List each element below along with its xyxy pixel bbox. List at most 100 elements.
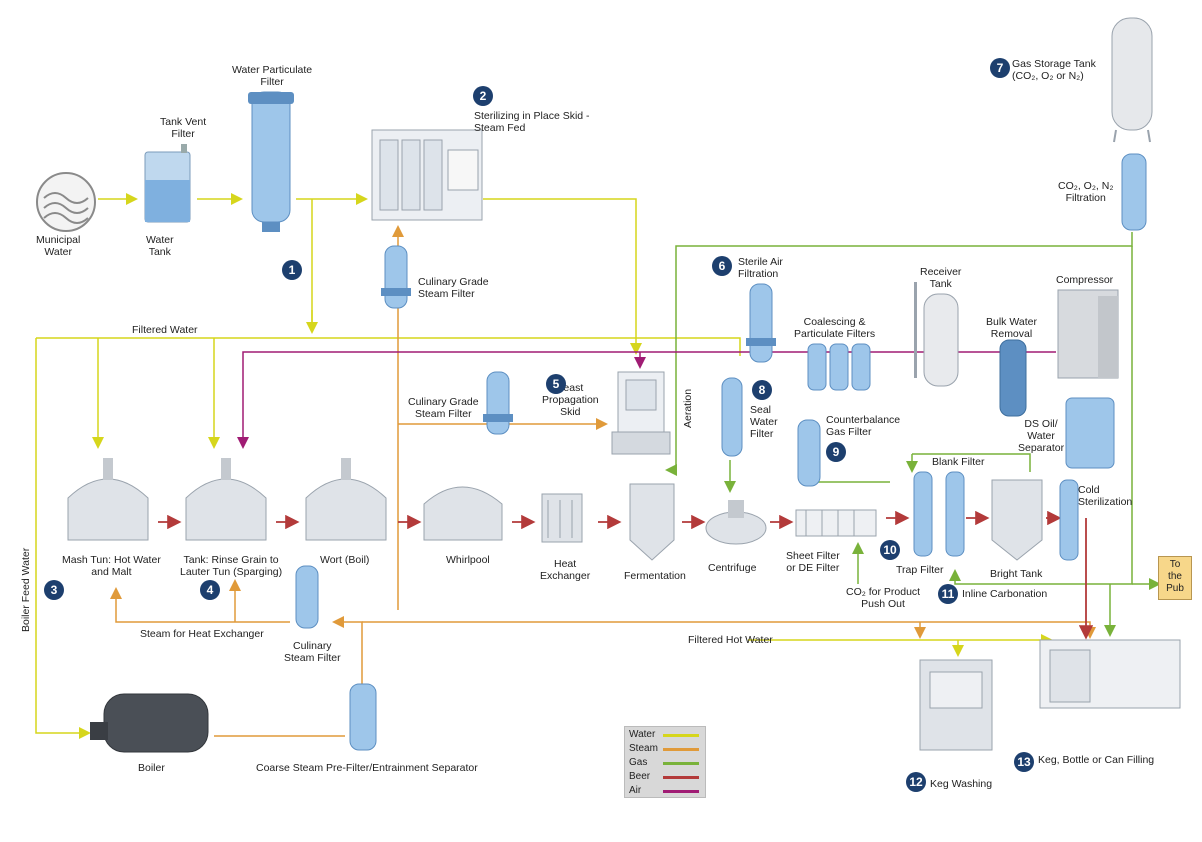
fermentation-label: Fermentation bbox=[624, 570, 686, 582]
municipal-water-label: Municipal Water bbox=[36, 234, 81, 258]
tank-vent-filter-label: Tank Vent Filter bbox=[160, 116, 207, 140]
legend-beer-line bbox=[663, 776, 699, 779]
boiler-label: Boiler bbox=[138, 762, 165, 774]
air-lines bbox=[237, 351, 1056, 449]
badge-7: 7 bbox=[990, 58, 1010, 78]
compressor-icon bbox=[1057, 289, 1119, 379]
gas-storage-tank-icon bbox=[1111, 17, 1153, 143]
badge-6: 6 bbox=[712, 256, 732, 276]
badge-12: 12 bbox=[906, 772, 926, 792]
keg-washing-icon bbox=[919, 659, 993, 751]
yeast-skid-label: Yeast Propagation Skid bbox=[542, 382, 599, 418]
legend-gas-label: Gas bbox=[629, 757, 648, 768]
counterbalance-label: Counterbalance Gas Filter bbox=[826, 414, 901, 438]
badge-2: 2 bbox=[473, 86, 493, 106]
legend: Water Steam Gas Beer Air bbox=[624, 726, 706, 798]
cold-sterilization-icon bbox=[1059, 479, 1079, 561]
keg-filling-icon bbox=[1039, 639, 1181, 709]
aeration-label: Aeration bbox=[682, 388, 694, 428]
centrifuge-icon bbox=[705, 500, 767, 545]
legend-air-label: Air bbox=[629, 785, 642, 796]
sterile-air-label: Sterile Air Filtration bbox=[738, 256, 783, 280]
lauter-tun-label: Tank: Rinse Grain to Lauter Tun (Spargin… bbox=[180, 554, 283, 578]
badge-4: 4 bbox=[200, 580, 220, 600]
cold-sterilization-label: Cold Sterilization bbox=[1078, 484, 1133, 508]
blank-filter-label: Blank Filter bbox=[932, 456, 985, 468]
lauter-tun-icon bbox=[185, 458, 267, 541]
trap-filter-icon bbox=[913, 471, 965, 557]
culinary-steam-filter-low-label: Culinary Steam Filter bbox=[284, 640, 341, 664]
gas-filtration-icon bbox=[1121, 153, 1147, 231]
seal-water-filter-icon bbox=[721, 377, 743, 457]
bright-tank-icon bbox=[991, 479, 1043, 561]
badge-10: 10 bbox=[880, 540, 900, 560]
culinary-steam-filter-mid-label: Culinary Grade Steam Filter bbox=[408, 396, 479, 420]
wort-kettle-icon bbox=[305, 458, 387, 541]
to-pub-label: To the Pub bbox=[1166, 559, 1184, 594]
ds-oil-separator-icon bbox=[1065, 397, 1115, 469]
whirlpool-icon bbox=[423, 486, 503, 541]
ds-oil-label: DS Oil/ Water Separator bbox=[1018, 418, 1065, 454]
municipal-water-icon bbox=[36, 172, 96, 232]
heat-exchanger-icon bbox=[541, 493, 583, 543]
badge-5: 5 bbox=[546, 374, 566, 394]
sterile-air-filter-icon bbox=[746, 283, 776, 363]
whirlpool-label: Whirlpool bbox=[446, 554, 490, 566]
beer-lines bbox=[158, 510, 1094, 640]
water-lines bbox=[35, 193, 1053, 739]
legend-steam-line bbox=[663, 748, 699, 751]
keg-washing-label: Keg Washing bbox=[930, 778, 993, 790]
boiler-feed-water-label: Boiler Feed Water bbox=[20, 547, 32, 632]
water-tank-icon bbox=[144, 144, 191, 223]
culinary-steam-filter-top-label: Culinary Grade Steam Filter bbox=[418, 276, 489, 300]
legend-air-line bbox=[663, 790, 699, 793]
badge-11: 11 bbox=[938, 584, 958, 604]
badge-3: 3 bbox=[44, 580, 64, 600]
trap-filter-label: Trap Filter bbox=[896, 564, 944, 576]
receiver-tank-icon bbox=[914, 282, 959, 387]
filtered-hot-water-label: Filtered Hot Water bbox=[688, 634, 773, 646]
seal-water-filter-label: Seal Water Filter bbox=[750, 404, 778, 440]
legend-water-line bbox=[663, 734, 699, 737]
gas-storage-label: Gas Storage Tank (CO₂, O₂ or N₂) bbox=[1012, 58, 1096, 82]
steam-heat-exchanger-label: Steam for Heat Exchanger bbox=[140, 628, 264, 640]
receiver-tank-label: Receiver Tank bbox=[920, 266, 962, 290]
legend-beer-label: Beer bbox=[629, 771, 651, 782]
culinary-steam-filter-top-icon bbox=[381, 245, 411, 309]
keg-filling-label: Keg, Bottle or Can Filling bbox=[1038, 754, 1155, 766]
culinary-steam-filter-low-icon bbox=[295, 565, 319, 629]
water-particulate-filter-icon bbox=[248, 91, 294, 232]
legend-steam-label: Steam bbox=[629, 743, 658, 754]
filtered-water-label: Filtered Water bbox=[132, 324, 198, 336]
sip-skid-icon bbox=[371, 129, 483, 221]
water-particulate-filter-label: Water Particulate Filter bbox=[232, 64, 313, 88]
fermentation-tank-icon bbox=[629, 483, 675, 561]
badge-13: 13 bbox=[1014, 752, 1034, 772]
gas-lines bbox=[665, 232, 1161, 637]
counterbalance-gas-filter-icon bbox=[797, 419, 821, 487]
sheet-filter-icon bbox=[795, 509, 877, 537]
co2-push-label: CO₂ for Product Push Out bbox=[846, 586, 921, 610]
bulk-water-label: Bulk Water Removal bbox=[986, 316, 1037, 340]
badge-8: 8 bbox=[752, 380, 772, 400]
sip-skid-label: Sterilizing in Place Skid - Steam Fed bbox=[474, 110, 590, 134]
mash-tun-label: Mash Tun: Hot Water and Malt bbox=[62, 554, 161, 578]
coalescing-filters-icon bbox=[807, 343, 871, 391]
bright-tank-label: Bright Tank bbox=[990, 568, 1043, 580]
badge-9: 9 bbox=[826, 442, 846, 462]
legend-water-label: Water bbox=[629, 729, 656, 740]
culinary-steam-filter-mid-icon bbox=[483, 371, 513, 435]
coarse-steam-label: Coarse Steam Pre-Filter/Entrainment Sepa… bbox=[256, 762, 478, 774]
coalescing-label: Coalescing & Particulate Filters bbox=[794, 316, 876, 340]
mash-tun-icon bbox=[67, 458, 149, 541]
compressor-label: Compressor bbox=[1056, 274, 1114, 286]
gas-filtration-label: CO₂, O₂, N₂ Filtration bbox=[1058, 180, 1114, 204]
to-pub-box: To the Pub bbox=[1158, 556, 1192, 600]
badge-1: 1 bbox=[282, 260, 302, 280]
wort-label: Wort (Boil) bbox=[320, 554, 370, 566]
heat-exchanger-label: Heat Exchanger bbox=[540, 558, 591, 582]
bulk-water-removal-icon bbox=[999, 339, 1027, 417]
legend-gas-line bbox=[663, 762, 699, 765]
sheet-filter-label: Sheet Filter or DE Filter bbox=[786, 550, 840, 574]
